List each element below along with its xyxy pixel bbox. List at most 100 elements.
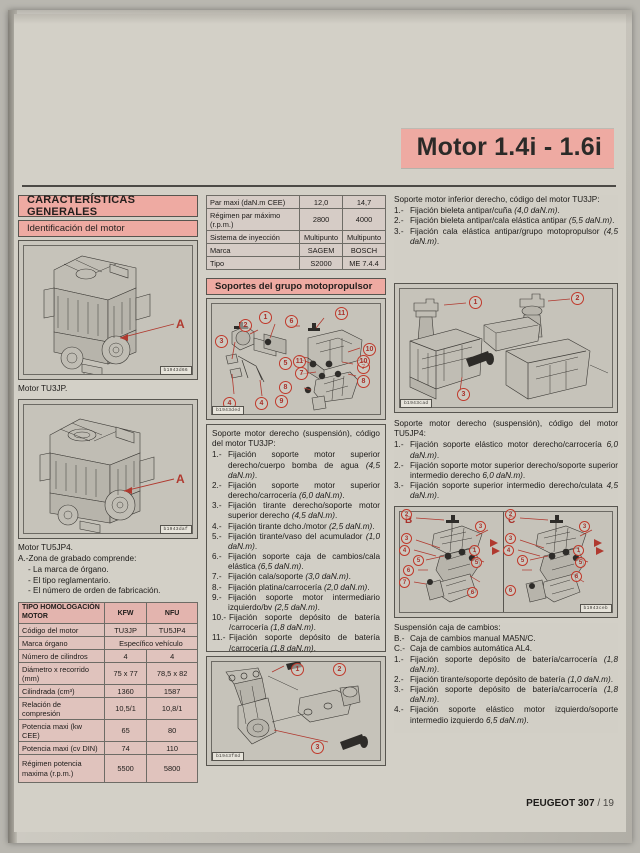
row-value-1: Multipunto: [299, 230, 344, 244]
figure-code: b1943ceb: [579, 604, 612, 613]
callout-1: 1: [259, 311, 272, 324]
callout-1: 1: [291, 663, 304, 676]
callout-11: 11: [335, 307, 348, 320]
note-item: - El tipo reglamentario.: [28, 575, 111, 585]
item-text: Fijación soporte motor superior derecho/…: [410, 460, 618, 480]
list-item: 7.-Fijación cala/soporte (3,0 daN.m).: [212, 572, 380, 582]
page-title-band: Motor 1.4i - 1.6i: [400, 128, 614, 168]
table-row: Diámetro x recorrido (mm) 75 x 77 78,5 x…: [18, 662, 198, 686]
figure-engine-tu3jp-frame: A: [23, 245, 193, 375]
row-value-nfu: 110: [146, 741, 198, 756]
text-block-soporte-tu5jp4: Soporte motor derecho (suspensión), códi…: [394, 419, 618, 503]
table-row: Número de cilindros 4 4: [18, 649, 198, 664]
figure-lower-mount-frame: [399, 288, 613, 408]
callout-b-7: 7: [399, 577, 410, 588]
callout-b-1: 1: [469, 545, 480, 556]
bracket-bolts-drawing: [225, 662, 368, 750]
right-column: Soporte motor inferior derecho, código d…: [394, 195, 618, 733]
mounts-exploded-drawing: [225, 317, 363, 411]
item-tail: .: [557, 206, 560, 216]
callout-9: 9: [275, 395, 288, 408]
homologation-table: TIPO HOMOLOGACIÓN MOTOR KFW NFU Código d…: [18, 601, 199, 784]
list-item: 2.-Fijación soporte motor superior derec…: [394, 461, 618, 481]
figure-code: b1943d66: [159, 366, 192, 375]
item-text: Fijación soporte motor superior derecho/…: [228, 480, 380, 501]
item-text: Fijación tirante/soporte depósito de bat…: [410, 674, 568, 684]
callout-c-1: 1: [573, 545, 584, 556]
callout-10b: 10: [357, 355, 370, 368]
callout-b-5b: 5: [471, 557, 482, 568]
item-tail: .: [254, 470, 258, 480]
figure-code: b1943ded: [212, 406, 245, 415]
item-torque: (5,5 daN.m): [568, 216, 613, 226]
callout-b-3: 3: [475, 521, 486, 532]
page-title: Motor 1.4i - 1.6i: [416, 133, 602, 161]
item-text: Fijación tirante dcho./motor: [228, 521, 330, 531]
callout-8b: 8: [357, 375, 370, 388]
list-item: 4.-Fijación tirante dcho./motor (2,5 daN…: [212, 522, 380, 532]
row-label: Sistema de inyección: [205, 230, 301, 244]
list-item: 2.-Fijación bieleta antipar/cala elástic…: [394, 216, 618, 226]
row-label: Régimen potencia maxima (r.p.m.): [18, 754, 105, 784]
note-lead: A.-Zona de grabado comprende:: [18, 554, 137, 564]
row-value-nfu: 5800: [146, 754, 198, 784]
row-value-nfu: TU5JP4: [146, 623, 198, 638]
item-text: Fijación soporte caja de cambios/cala el…: [228, 552, 380, 572]
row-value-kfw: 65: [103, 719, 148, 743]
item-torque: (1,8 daN.m): [270, 623, 314, 633]
note-item: - La marca de órgano.: [28, 564, 109, 574]
table-row: Marca SAGEM BOSCH: [205, 243, 386, 257]
item-tail: .: [436, 450, 440, 460]
item-tail: .: [367, 582, 370, 592]
row-label: Potencia maxi (cv DIN): [18, 741, 105, 756]
item-number: 9.-: [212, 592, 222, 602]
row-value-1: 12,0: [299, 195, 344, 209]
item-tail: .: [313, 623, 316, 633]
list-item: 1.-Fijación soporte elástico motor derec…: [394, 440, 618, 460]
figure-gearbox-mounts-bc: B C 1 2 3 3 4 5 5 6 7 6 1 2 3 3 4 5 5 6 …: [394, 506, 618, 618]
middle-column: Par maxi (daN.m CEE) 12,0 14,7 Régimen p…: [205, 195, 386, 766]
row-label: Potencia maxi (kw CEE): [18, 719, 105, 743]
callout-c-5: 5: [517, 555, 528, 566]
item-tail: .: [334, 511, 338, 521]
item-torque: 4,5 daN.m): [410, 481, 618, 501]
figure-code: b1943cad: [400, 399, 433, 408]
item-tail: .: [522, 470, 526, 480]
table-row: Régimen par máximo (r.p.m.) 2800 4000: [205, 208, 386, 231]
row-label: Tipo: [205, 256, 301, 270]
row-label: Diámetro x recorrido (mm): [18, 662, 105, 686]
item-tail: .: [610, 674, 613, 684]
row-label: Número de cilindros: [18, 649, 105, 664]
engine-tu5jp4-drawing: A: [39, 418, 185, 533]
item-torque: (1,8 daN.m): [270, 643, 314, 653]
footer-brand: PEUGEOT 307: [526, 798, 595, 809]
row-value-kfw: 4: [103, 649, 148, 664]
row-value-kfw: 75 x 77: [103, 662, 148, 686]
item-text: Fijación soporte depósito de batería /ca…: [229, 633, 380, 653]
callout-b-2: 2: [401, 509, 412, 520]
figure-bracket-bolts-frame: [211, 661, 381, 761]
col-header-kfw: KFW: [103, 601, 148, 625]
figure-engine-tu5jp4-frame: A: [23, 403, 193, 534]
list-item: 10.-Fijación soporte depósito de batería…: [212, 613, 380, 633]
item-tail: .: [313, 643, 316, 653]
list-item: 4.-Fijación soporte elástico motor izqui…: [394, 705, 618, 725]
engine-marker-a-label-2: A: [176, 472, 185, 486]
caption-motor-tu3jp: Motor TU3JP.: [18, 384, 68, 393]
callout-2: 2: [333, 663, 346, 676]
row-value-1: SAGEM: [299, 243, 344, 257]
item-number: 6.-: [212, 552, 222, 562]
item-text: Fijación soporte superior intermedio der…: [410, 481, 607, 491]
callout-2: 2: [571, 292, 584, 305]
col-header-tipo: TIPO HOMOLOGACIÓN MOTOR: [18, 601, 105, 625]
item-text: Caja de cambios manual MA5N/C.: [410, 634, 536, 644]
torque-list: 1.-Fijación soporte depósito de batería/…: [394, 655, 618, 726]
row-value-nfu: 78,5 x 82: [146, 662, 198, 686]
item-number: 4.-: [394, 705, 404, 715]
row-value-2: 4000: [342, 208, 386, 231]
list-item: 3.-Fijación soporte depósito de batería/…: [394, 685, 618, 705]
row-label: Par maxi (daN.m CEE): [205, 195, 301, 209]
row-value-kfw: TU3JP: [103, 623, 148, 638]
item-number: 2.-: [394, 216, 404, 226]
table-row: Relación de compresión 10,5/1 10,8/1: [18, 697, 198, 721]
